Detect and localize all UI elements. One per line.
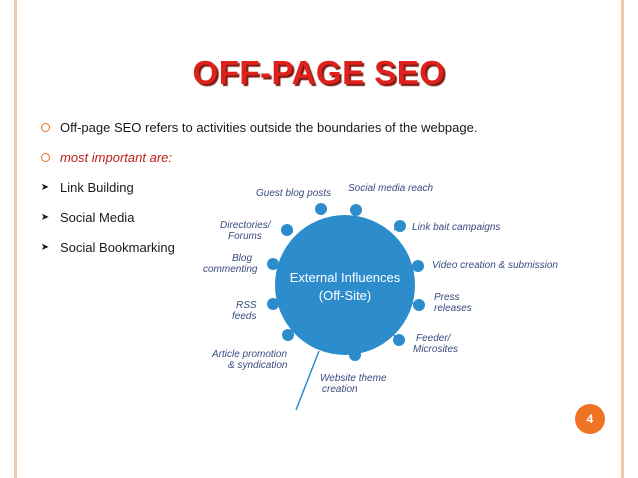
arrow-bullet-icon: ➤ xyxy=(40,182,50,193)
external-influences-diagram: External Influences (Off-Site) Guest blo… xyxy=(190,170,570,412)
label-blog-2: commenting xyxy=(203,264,258,275)
label-press-2: releases xyxy=(434,303,472,314)
bullet-item: ➤ Social Bookmarking xyxy=(38,238,558,268)
label-directories-1: Directories/ xyxy=(220,220,272,231)
label-article-2: & syndication xyxy=(228,360,288,371)
bullet-text: most important are: xyxy=(60,150,172,165)
label-press-1: Press xyxy=(434,292,460,303)
label-blog-1: Blog xyxy=(232,253,252,264)
label-website-2: creation xyxy=(322,384,358,395)
label-directories-2: Forums xyxy=(228,231,262,242)
bullet-text: Social Bookmarking xyxy=(60,240,175,255)
hub-label-line1: External Influences xyxy=(290,270,401,285)
diagram-labels: Guest blog posts Social media reach Dire… xyxy=(203,183,558,395)
circle-icon xyxy=(38,148,52,168)
label-rss-1: RSS xyxy=(236,300,257,311)
circle-icon xyxy=(38,118,52,138)
bullet-item: ➤ Link Building xyxy=(38,178,558,208)
bullet-text: Link Building xyxy=(60,180,134,195)
bullet-text: Off-page SEO refers to activities outsid… xyxy=(60,120,478,135)
bullet-text: Social Media xyxy=(60,210,135,225)
diagram-nodes xyxy=(267,203,425,361)
label-feeder-1: Feeder/ xyxy=(416,333,452,344)
label-guest-blog: Guest blog posts xyxy=(256,188,331,199)
bullet-item: ➤ Social Media xyxy=(38,208,558,238)
label-website-1: Website theme xyxy=(320,373,387,384)
slide-left-border xyxy=(14,0,17,478)
label-link-bait: Link bait campaigns xyxy=(412,222,500,233)
label-social-reach: Social media reach xyxy=(348,183,433,194)
arrow-bullet-icon: ➤ xyxy=(40,212,50,223)
diagram-svg: External Influences (Off-Site) Guest blo… xyxy=(203,183,558,411)
arrow-bullet-icon: ➤ xyxy=(40,242,50,253)
bullet-item: Off-page SEO refers to activities outsid… xyxy=(38,118,558,148)
slide-title: OFF-PAGE SEO xyxy=(192,54,446,91)
label-article-1: Article promotion xyxy=(211,349,287,360)
label-video: Video creation & submission xyxy=(432,260,558,271)
bullet-list: Off-page SEO refers to activities outsid… xyxy=(38,118,558,268)
bullet-item: most important are: xyxy=(38,148,558,178)
slide-right-border xyxy=(621,0,624,478)
diagram-hub xyxy=(275,215,415,355)
page-number-badge: 4 xyxy=(575,404,605,434)
label-feeder-2: Microsites xyxy=(413,344,458,355)
hub-label-line2: (Off-Site) xyxy=(319,288,372,303)
label-rss-2: feeds xyxy=(232,311,256,322)
